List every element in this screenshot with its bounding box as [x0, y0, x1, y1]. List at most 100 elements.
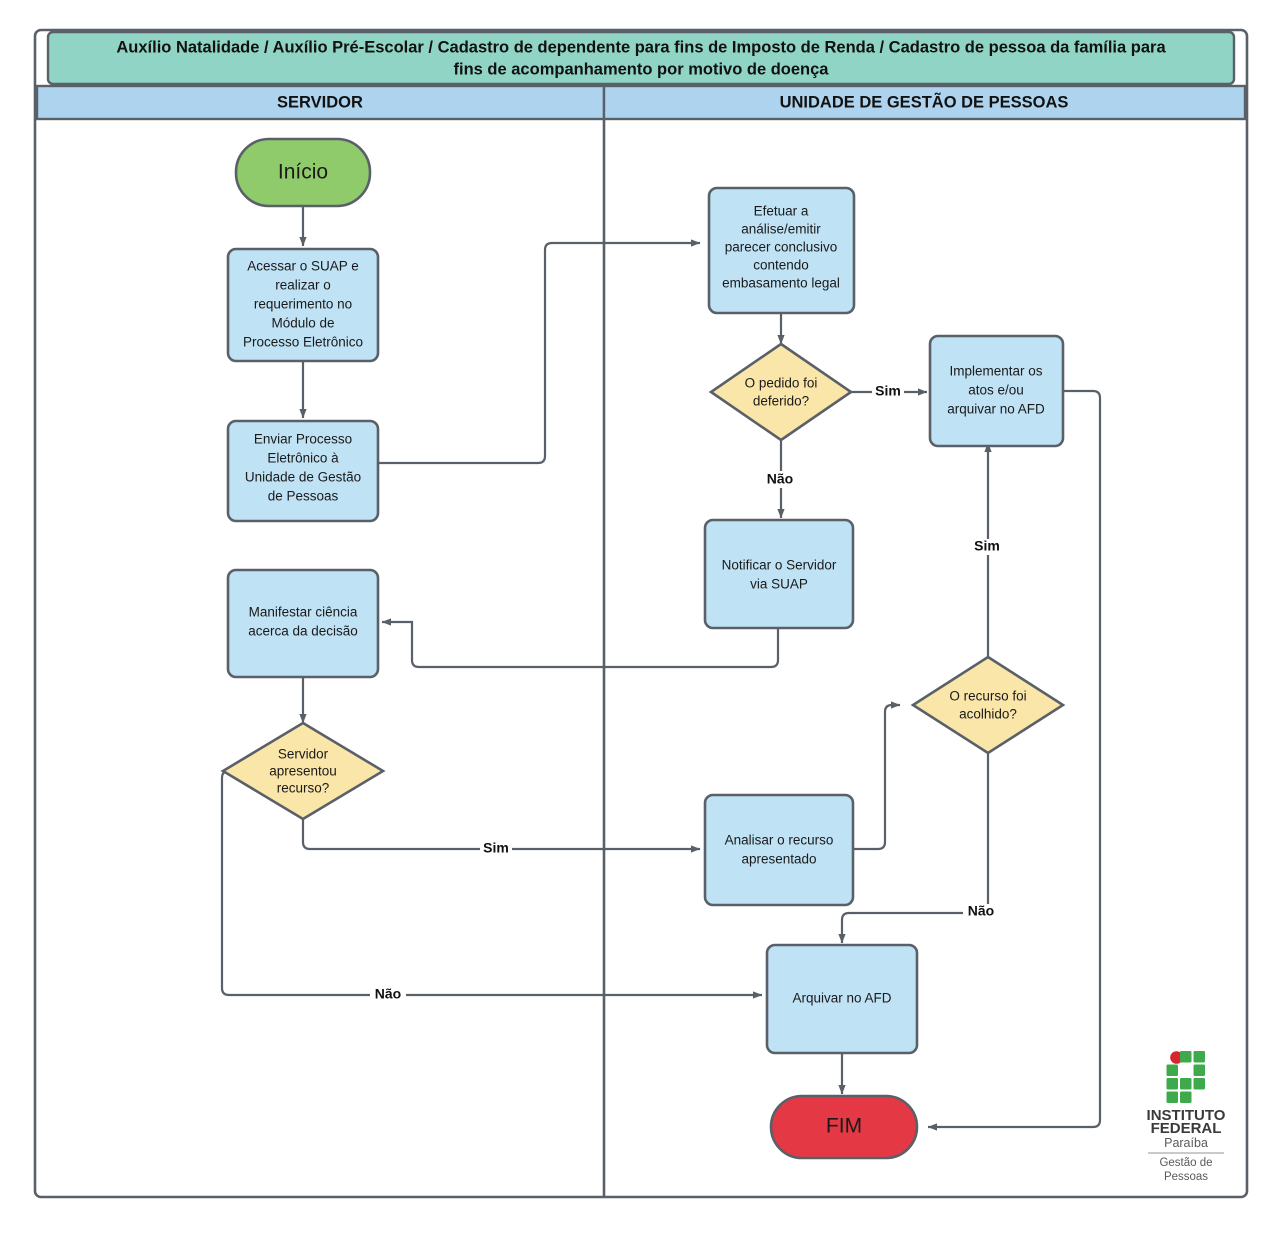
lane-header-servidor: [35, 84, 606, 121]
node-acessar-suap-line2: realizar o: [275, 278, 331, 293]
node-implementar-atos-line2: atos e/ou: [968, 383, 1024, 398]
logo-unit-line2: Pessoas: [1164, 1171, 1208, 1183]
label-bg-6: [963, 904, 999, 921]
node-analisar-recurso[interactable]: Analisar o recurso apresentado: [703, 793, 855, 907]
node-fim[interactable]: FIM: [769, 1094, 919, 1160]
node-manifestar-ciencia-shape[interactable]: [226, 568, 380, 679]
node-pedido-deferido-shape[interactable]: [708, 342, 854, 442]
node-implementar-atos-line3: arquivar no AFD: [947, 402, 1045, 417]
ifpb-logo: INSTITUTO FEDERAL Paraíba Gestão de Pess…: [1147, 1051, 1226, 1183]
node-enviar-processo-line1: Enviar Processo: [254, 432, 352, 447]
label-bg-1: [872, 384, 904, 400]
label-bg-4: [370, 987, 406, 1004]
edge-label-recurso-nao: Não: [375, 986, 401, 1002]
edge-enviar-processo-to-efetuar-analise: [378, 239, 701, 465]
edge-label-pedido-nao: Não: [767, 471, 793, 487]
node-notificar-servidor-line1: Notificar o Servidor: [722, 558, 837, 573]
lane-headers: SERVIDOR UNIDADE DE GESTÃO DE PESSOAS: [35, 84, 1247, 121]
node-analisar-recurso-line1: Analisar o recurso: [725, 833, 834, 848]
node-acessar-suap[interactable]: Acessar o SUAP e realizar o requerimento…: [226, 247, 380, 363]
logo-sq-r1c2: [1180, 1051, 1192, 1063]
logo-word-instituto: INSTITUTO: [1147, 1107, 1226, 1124]
edge-implementar-to-fim: [927, 389, 1102, 1131]
node-acessar-suap-line5: Processo Eletrônico: [243, 335, 363, 350]
logo-sq-r4c2: [1180, 1091, 1192, 1103]
node-servidor-recurso-line2: apresentou: [269, 764, 337, 779]
label-bg-2: [762, 471, 798, 488]
node-analisar-recurso-shape[interactable]: [703, 793, 855, 907]
node-arquivar-afd-label: Arquivar no AFD: [792, 991, 891, 1006]
node-servidor-recurso-line1: Servidor: [278, 747, 329, 762]
node-recurso-acolhido-shape[interactable]: [910, 655, 1066, 755]
node-implementar-atos-line1: Implementar os: [949, 364, 1042, 379]
node-efetuar-analise-line5: embasamento legal: [722, 276, 840, 291]
node-pedido-deferido[interactable]: O pedido foi deferido?: [708, 342, 854, 442]
node-fim-label: FIM: [826, 1115, 862, 1138]
node-implementar-atos[interactable]: Implementar os atos e/ou arquivar no AFD: [928, 334, 1065, 448]
edge-servidor-recurso-sim-to-analisar: [301, 819, 701, 853]
node-recurso-acolhido[interactable]: O recurso foi acolhido?: [910, 655, 1066, 755]
diagram-title-line1: Auxílio Natalidade / Auxílio Pré-Escolar…: [116, 38, 1166, 56]
title-band-rect: [46, 30, 1236, 86]
node-acessar-suap-line4: Módulo de: [271, 316, 334, 331]
node-servidor-recurso-shape[interactable]: [220, 721, 386, 821]
node-inicio-label: Início: [278, 161, 328, 184]
edge-notificar-to-manifestar-ciencia: [381, 618, 780, 669]
node-efetuar-analise[interactable]: Efetuar a análise/emitir parecer conclus…: [707, 186, 856, 315]
node-arquivar-afd-shape[interactable]: [765, 943, 919, 1055]
node-recurso-acolhido-line1: O recurso foi: [949, 689, 1026, 704]
edge-label-acolhido-sim: Sim: [974, 538, 1000, 554]
node-notificar-servidor-shape[interactable]: [703, 518, 855, 630]
node-acessar-suap-shape[interactable]: [226, 247, 380, 363]
node-efetuar-analise-line3: parecer conclusivo: [725, 240, 838, 255]
node-pedido-deferido-line2: deferido?: [753, 394, 809, 409]
node-analisar-recurso-line2: apresentado: [741, 852, 816, 867]
node-enviar-processo-line4: de Pessoas: [268, 489, 339, 504]
node-recurso-acolhido-line2: acolhido?: [959, 707, 1017, 722]
diagram-outer-frame: [33, 28, 1249, 1199]
node-enviar-processo-shape[interactable]: [226, 419, 380, 523]
node-notificar-servidor-line2: via SUAP: [750, 577, 808, 592]
logo-state-paraiba: Paraíba: [1164, 1136, 1208, 1150]
node-notificar-servidor[interactable]: Notificar o Servidor via SUAP: [703, 518, 855, 630]
lane-label-servidor: SERVIDOR: [277, 93, 363, 111]
edge-label-recurso-sim: Sim: [483, 840, 509, 856]
logo-sq-r2c3: [1193, 1064, 1205, 1076]
node-acessar-suap-line1: Acessar o SUAP e: [247, 259, 359, 274]
node-servidor-recurso[interactable]: Servidor apresentou recurso?: [220, 721, 386, 821]
node-manifestar-ciencia-line2: acerca da decisão: [248, 624, 358, 639]
lane-header-ugp: [602, 84, 1247, 121]
node-efetuar-analise-line1: Efetuar a: [754, 204, 809, 219]
node-efetuar-analise-line2: análise/emitir: [741, 222, 821, 237]
node-manifestar-ciencia-line1: Manifestar ciência: [249, 605, 358, 620]
node-fim-shape[interactable]: [769, 1094, 919, 1160]
logo-sq-r3c1: [1166, 1078, 1178, 1090]
logo-sq-r1c3: [1193, 1051, 1205, 1063]
node-pedido-deferido-line1: O pedido foi: [745, 376, 818, 391]
diagram-title-line2: fins de acompanhamento por motivo de doe…: [454, 60, 830, 78]
node-inicio-shape[interactable]: [234, 137, 372, 208]
diagram-title-band: Auxílio Natalidade / Auxílio Pré-Escolar…: [46, 30, 1236, 86]
ifpb-logo-mark-icon: [1166, 1051, 1205, 1103]
edge-analisar-to-recurso-acolhido: [853, 701, 901, 851]
logo-unit-line1: Gestão de: [1159, 1157, 1212, 1169]
logo-dot-red: [1170, 1051, 1183, 1064]
node-enviar-processo[interactable]: Enviar Processo Eletrônico à Unidade de …: [226, 419, 380, 523]
node-implementar-atos-shape[interactable]: [928, 334, 1065, 448]
edge-labels: Sim Não Sim Não Sim Não: [370, 383, 1003, 1004]
label-bg-3: [480, 841, 512, 857]
node-arquivar-afd[interactable]: Arquivar no AFD: [765, 943, 919, 1055]
node-manifestar-ciencia[interactable]: Manifestar ciência acerca da decisão: [226, 568, 380, 679]
node-inicio[interactable]: Início: [234, 137, 372, 208]
lane-label-ugp: UNIDADE DE GESTÃO DE PESSOAS: [780, 91, 1069, 111]
node-efetuar-analise-shape[interactable]: [707, 186, 856, 315]
node-enviar-processo-line3: Unidade de Gestão: [245, 470, 361, 485]
logo-sq-r2c1: [1166, 1064, 1178, 1076]
edge-label-pedido-sim: Sim: [875, 383, 901, 399]
node-acessar-suap-line3: requerimento no: [254, 297, 352, 312]
node-efetuar-analise-line4: contendo: [753, 258, 809, 273]
edge-label-acolhido-nao: Não: [968, 903, 994, 919]
logo-sq-r3c3: [1193, 1078, 1205, 1090]
logo-sq-r4c1: [1166, 1091, 1178, 1103]
